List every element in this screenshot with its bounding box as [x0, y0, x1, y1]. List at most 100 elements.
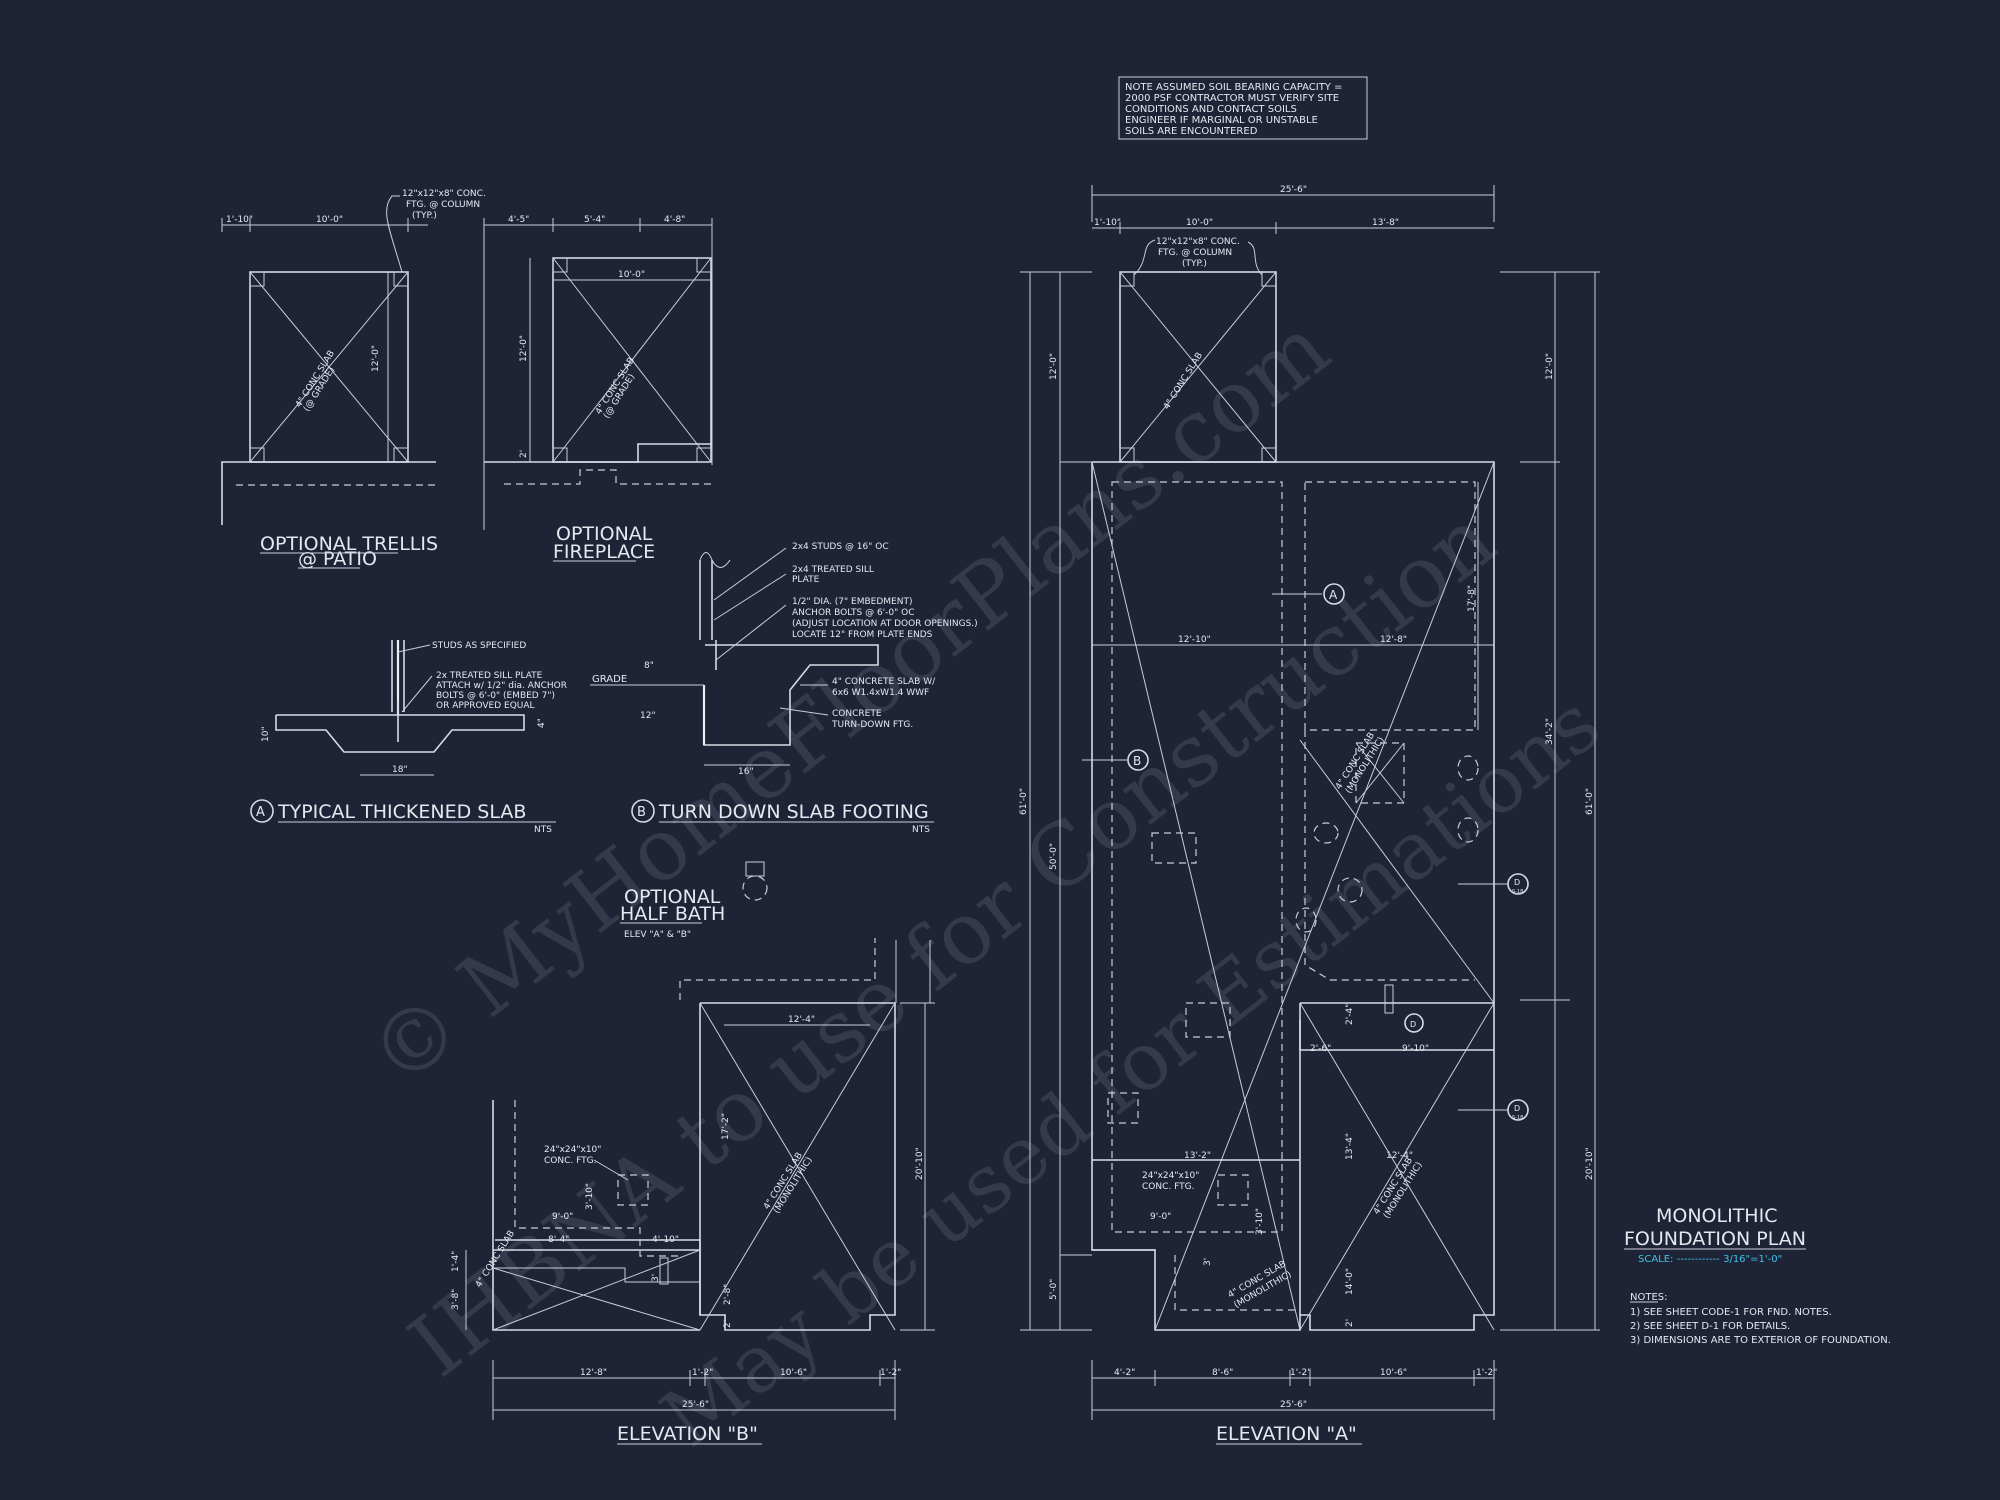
- detail-a-note-2: 2x TREATED SILL PLATE: [436, 671, 543, 681]
- elev-a-b8-6: 8'-6": [1212, 1368, 1233, 1378]
- detail-b-dim-1: 8": [644, 661, 654, 671]
- detail-a-marker: A: [256, 805, 265, 820]
- detail-b-title: TURN DOWN SLAB FOOTING: [658, 801, 929, 823]
- detail-b-note-4: 1/2" DIA. (7" EMBEDMENT): [792, 597, 912, 607]
- elev-a-right-34: 34'-2": [1545, 718, 1555, 745]
- elev-a-b1-2b: 1'-2": [1476, 1368, 1497, 1378]
- trellis-dim-2: 10'-0": [316, 215, 343, 225]
- soil-note-line-3: CONDITIONS AND CONTACT SOILS: [1125, 104, 1297, 115]
- elev-a-marker-d2: D: [1514, 1104, 1520, 1113]
- detail-a-scale: NTS: [534, 825, 552, 835]
- elev-b-dim-4-10: 4'-10": [652, 1235, 679, 1245]
- soil-note-line-1: NOTE ASSUMED SOIL BEARING CAPACITY =: [1125, 82, 1342, 93]
- elev-a-w13-2: 13'-2": [1184, 1151, 1211, 1161]
- elev-b-dim-8-4: 8'-4": [548, 1235, 569, 1245]
- detail-a-dim-3: 18": [392, 765, 408, 775]
- elevation-a-title: ELEVATION "A": [1216, 1423, 1357, 1445]
- elev-a-w12-4: 12'-4": [1386, 1151, 1413, 1161]
- detail-b-note3-2: TURN-DOWN FTG.: [831, 720, 913, 730]
- elev-a-top-overall: 25'-6": [1280, 185, 1307, 195]
- elev-a-callout-2: FTG. @ COLUMN: [1158, 248, 1232, 258]
- fireplace-dim-2: 5'-4": [584, 215, 605, 225]
- soil-note-line-5: SOILS ARE ENCOUNTERED: [1125, 126, 1258, 137]
- trellis-title-1: OPTIONAL TRELLIS: [260, 533, 438, 555]
- plan-title-line-1: MONOLITHIC: [1656, 1205, 1777, 1227]
- elev-a-marker-a: A: [1329, 588, 1338, 602]
- detail-b-dim-2: 12": [640, 711, 656, 721]
- elev-a-w9-10: 9'-10": [1402, 1044, 1429, 1054]
- elev-a-footing-1: 24"x24"x10": [1142, 1171, 1199, 1181]
- trellis-title-2: @ PATIO: [298, 548, 377, 570]
- detail-b-note-6: (ADJUST LOCATION AT DOOR OPENINGS.): [792, 619, 978, 629]
- detail-b-note-3: PLATE: [792, 575, 820, 585]
- half-bath-title-1: OPTIONAL: [624, 886, 721, 908]
- elev-b-footing-2: CONC. FTG.: [544, 1156, 596, 1166]
- plan-scale: SCALE: ------------ 3/16"=1'-0": [1638, 1254, 1782, 1265]
- elev-b-dim-12-4: 12'-4": [788, 1015, 815, 1025]
- trellis-dim-3: 12'-0": [371, 345, 381, 372]
- elev-b-dim-3-10: 3'-10": [585, 1183, 595, 1210]
- detail-b-dim-3: 16": [738, 767, 754, 777]
- notes-item-2: 2) SEE SHEET D-1 FOR DETAILS.: [1630, 1321, 1790, 1332]
- notes-item-3: 3) DIMENSIONS ARE TO EXTERIOR OF FOUNDAT…: [1630, 1335, 1891, 1346]
- detail-b-grade: GRADE: [592, 674, 627, 685]
- detail-b-note2-2: 6x6 W1.4xW1.4 WWF: [832, 688, 929, 698]
- elev-a-marker-d1: D: [1514, 878, 1520, 887]
- detail-b-scale: NTS: [912, 825, 930, 835]
- fireplace-title-2: FIREPLACE: [553, 541, 655, 563]
- soil-note-line-4: ENGINEER IF MARGINAL OR UNSTABLE: [1125, 115, 1318, 126]
- detail-b-marker: B: [637, 805, 646, 820]
- elev-a-b25-6: 25'-6": [1280, 1400, 1307, 1410]
- elev-a-left-5: 5'-0": [1049, 1279, 1059, 1300]
- fireplace-dim-3: 4'-8": [664, 215, 685, 225]
- elev-b-dim-3-8: 3'-8": [451, 1289, 461, 1310]
- elev-a-top-3: 13'-8": [1372, 218, 1399, 228]
- elev-a-marker-d2-sub: S-18: [1512, 1115, 1523, 1121]
- elev-a-callout-1: 12"x12"x8" CONC.: [1156, 237, 1240, 247]
- elev-a-b10-6: 10'-6": [1380, 1368, 1407, 1378]
- detail-b-note-5: ANCHOR BOLTS @ 6'-0" OC: [792, 608, 915, 618]
- elev-b-dim-9-0: 9'-0": [552, 1212, 573, 1222]
- detail-thickened-slab: STUDS AS SPECIFIED 2x TREATED SILL PLATE…: [250, 640, 567, 835]
- elev-a-v14-0: 14'-0": [1345, 1268, 1355, 1295]
- elev-a-footing-2: CONC. FTG.: [1142, 1182, 1194, 1192]
- detail-b-note2-1: 4" CONCRETE SLAB W/: [832, 677, 936, 687]
- elev-a-marker-d1-sub: S-18: [1512, 889, 1523, 895]
- detail-a-dim-1: 10": [261, 726, 271, 742]
- notes-item-1: 1) SEE SHEET CODE-1 FOR FND. NOTES.: [1630, 1307, 1832, 1318]
- elev-b-dim-17-2: 17'-2": [721, 1113, 731, 1140]
- elev-b-dim-1-2a: 1'-2": [692, 1368, 713, 1378]
- elev-a-b4-2: 4'-2": [1114, 1368, 1135, 1378]
- notes-heading: NOTES:: [1630, 1292, 1668, 1303]
- elevation-b-plan: 12'-4" 17'-2" 20'-10" 4" CONC SLAB (MONO…: [451, 938, 935, 1445]
- trellis-callout-1: 12"x12"x8" CONC.: [402, 189, 486, 199]
- elev-a-v17-8: 17'-8": [1467, 585, 1477, 612]
- elev-b-dim-1-4: 1'-4": [451, 1251, 461, 1272]
- watermark: © MyHomeFloorPlans.com IHBNA to use for …: [351, 298, 1617, 1465]
- elev-a-w9-0: 9'-0": [1150, 1212, 1171, 1222]
- elev-a-left-50: 50'-0": [1049, 843, 1059, 870]
- elev-a-v3: 3': [1203, 1258, 1213, 1266]
- elev-b-dim-12-8: 12'-8": [580, 1368, 607, 1378]
- elev-b-footing-1: 24"x24"x10": [544, 1145, 601, 1155]
- elev-a-right-12: 12'-0": [1545, 353, 1555, 380]
- detail-a-note-3: ATTACH w/ 1/2" dia. ANCHOR: [436, 681, 567, 691]
- elev-a-w12-8: 12'-8": [1380, 635, 1407, 645]
- fireplace-dim-5: 12'-0": [519, 335, 529, 362]
- elev-a-b1-2a: 1'-2": [1290, 1368, 1311, 1378]
- detail-a-title: TYPICAL THICKENED SLAB: [277, 801, 526, 823]
- elev-a-v13-4: 13'-4": [1345, 1133, 1355, 1160]
- plan-title-block: MONOLITHIC FOUNDATION PLAN SCALE: ------…: [1624, 1205, 1806, 1265]
- soil-note: NOTE ASSUMED SOIL BEARING CAPACITY = 200…: [1118, 76, 1368, 140]
- fireplace-dim-4: 10'-0": [618, 270, 645, 280]
- general-notes: NOTES: 1) SEE SHEET CODE-1 FOR FND. NOTE…: [1630, 1292, 1891, 1346]
- fireplace-dim-6: 2': [519, 450, 529, 458]
- detail-a-note-5: OR APPROVED EQUAL: [436, 701, 535, 711]
- elev-a-w12-10: 12'-10": [1178, 635, 1211, 645]
- detail-b-note-7: LOCATE 12" FROM PLATE ENDS: [792, 630, 933, 640]
- elev-a-left-61: 61'-0": [1019, 788, 1029, 815]
- detail-a-dim-2: 4": [537, 718, 547, 728]
- fireplace-detail: 4'-5" 5'-4" 4'-8" 10'-0" 12'-0" 2' 4" CO…: [483, 215, 713, 563]
- detail-a-note-1: STUDS AS SPECIFIED: [432, 641, 526, 651]
